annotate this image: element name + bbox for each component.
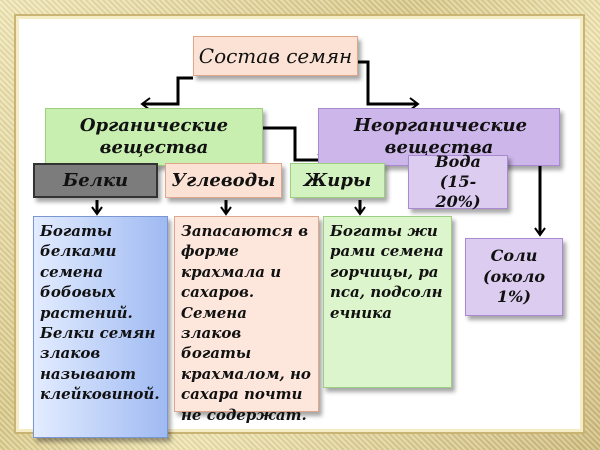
fats-description-text: Богаты жирами семена горчицы, рапса, под… [330,222,444,322]
node-seed-composition: Состав семян [193,36,358,76]
proteins-description: Богаты белками семена бобовых растений. … [33,216,168,438]
node-organic-label: Органические вещества [79,115,229,158]
node-carbs-label: Углеводы [171,170,276,191]
fats-description: Богаты жирами семена горчицы, рапса, под… [323,216,452,388]
node-salts-label: Соли (около 1%) [482,245,546,307]
node-proteins-label: Белки [62,170,129,191]
node-inorganic: Неорганические вещества [318,108,560,166]
proteins-description-text: Богаты белками семена бобовых растений. … [40,222,160,404]
carbs-description: Запасаются в форме крахмала и сахаров. С… [174,216,319,424]
node-inorganic-label: Неорганические вещества [354,115,528,158]
node-seed-composition-label: Состав семян [198,44,353,68]
node-water-label: Вода (15- 20%) [435,152,481,211]
node-organic: Органические вещества [45,108,263,166]
carbs-description-text: Запасаются в форме крахмала и сахаров. С… [181,222,311,424]
node-salts: Соли (около 1%) [465,238,563,316]
node-fats: Жиры [290,163,385,198]
node-proteins: Белки [33,163,158,198]
node-fats-label: Жиры [303,170,372,191]
node-carbs: Углеводы [165,163,282,198]
node-water: Вода (15- 20%) [408,152,508,211]
